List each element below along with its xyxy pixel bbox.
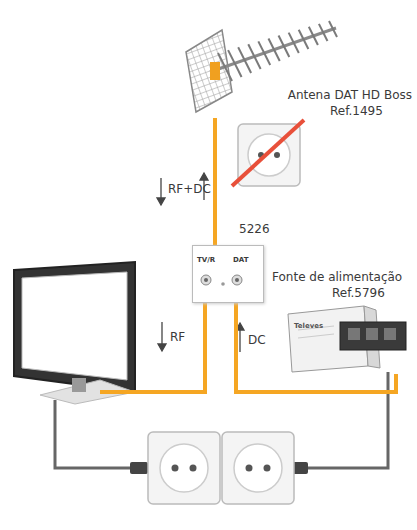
tv-screen <box>14 262 135 404</box>
signal-label: RF+DC <box>168 182 211 196</box>
wall-sockets <box>148 432 294 504</box>
node-text: TV/R <box>197 256 215 264</box>
antenna-reflector <box>186 30 232 112</box>
power-supply-icon <box>268 270 414 374</box>
antenna-clamp <box>210 62 220 80</box>
tv-power-cord <box>55 400 135 468</box>
node-text: Ref.1495 <box>330 104 383 118</box>
node-text: DAT <box>233 256 248 264</box>
node-text: 5226 <box>239 222 270 236</box>
crossed-socket <box>232 120 304 186</box>
signal-label: RF <box>170 330 185 344</box>
psu-power-cord <box>302 372 388 468</box>
antenna-node: Antena DAT HD BossRef.1495 <box>180 8 412 120</box>
antenna-elements <box>218 21 337 81</box>
node-text: Ref.5796 <box>332 286 385 300</box>
rf-cable <box>100 292 205 392</box>
splitter-box: 5226TV/RDAT <box>192 245 264 303</box>
signal-label: DC <box>248 333 266 347</box>
power-supply: Fonte de alimentaçãoRef.5796 <box>268 270 414 374</box>
node-text: Antena DAT HD Boss <box>288 88 412 102</box>
brand-label: Televes <box>294 322 323 330</box>
plug <box>130 462 148 474</box>
port-icons <box>193 246 265 304</box>
node-text: Fonte de alimentação <box>272 270 402 284</box>
cable <box>213 118 217 245</box>
